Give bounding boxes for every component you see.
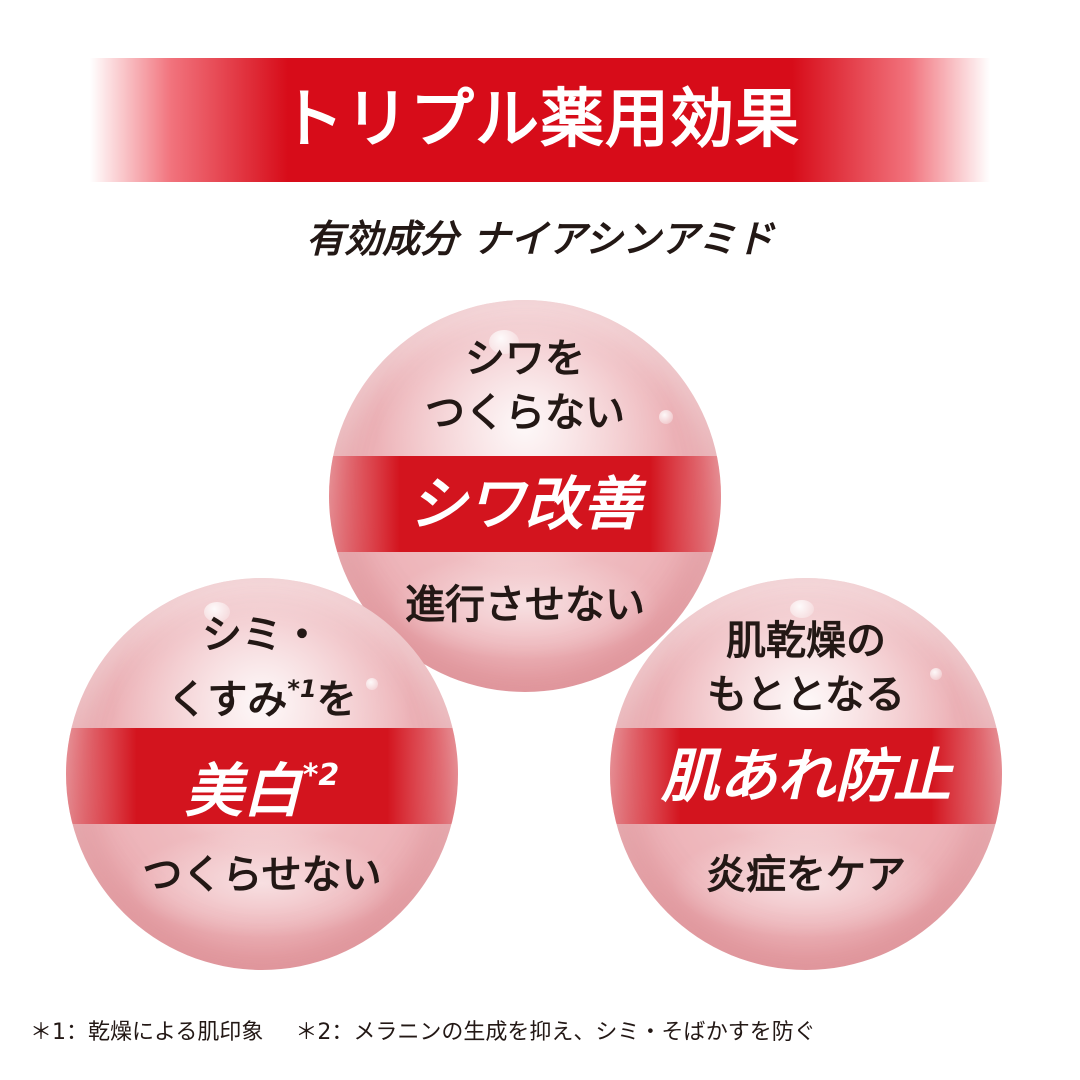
benefit-line-text: くすみ	[167, 677, 288, 723]
benefit-title: 美白*2	[66, 728, 458, 839]
benefit-circle-rough-skin: 肌乾燥の もととなる 肌あれ防止 炎症をケア	[610, 578, 1002, 970]
page-title: トリプル薬用効果	[280, 83, 800, 157]
title-banner: トリプル薬用効果	[90, 58, 990, 182]
benefit-line: くすみ*1を	[66, 662, 458, 727]
benefit-title-text: 美白	[184, 757, 301, 825]
ingredient-subtitle: 有効成分ナイアシンアミド	[0, 208, 1080, 263]
benefit-description: シワを つくらない	[329, 332, 721, 440]
footnote-marker: *2	[302, 758, 340, 793]
benefit-line: つくらない	[425, 390, 625, 436]
benefit-subtext: つくらせない	[142, 852, 382, 898]
water-drop-icon	[204, 602, 230, 622]
footnote-2: ＊2：メラニンの生成を抑え、シミ・そばかすを防ぐ	[295, 1020, 816, 1045]
benefit-description: シミ・ くすみ*1を	[66, 608, 458, 727]
ingredient-label: 有効成分	[306, 217, 459, 261]
benefit-line-tail: を	[316, 677, 357, 723]
water-drop-icon	[659, 410, 673, 424]
footnotes: ＊1：乾燥による肌印象 ＊2：メラニンの生成を抑え、シミ・そばかすを防ぐ	[30, 1014, 1050, 1046]
benefit-circle-whitening: シミ・ くすみ*1を 美白*2 つくらせない	[66, 578, 458, 970]
benefit-band: 肌あれ防止	[610, 728, 1002, 824]
benefit-line: 肌乾燥の	[726, 618, 886, 664]
footnote-marker: *1	[287, 675, 317, 703]
benefit-subtext: 進行させない	[405, 582, 645, 628]
benefit-band: 美白*2	[66, 728, 458, 825]
water-drop-icon	[930, 668, 942, 680]
benefit-title: 肌あれ防止	[660, 742, 951, 810]
ingredient-name: ナイアシンアミド	[472, 217, 774, 261]
benefit-line: もととなる	[707, 672, 905, 718]
footnote-1: ＊1：乾燥による肌印象	[30, 1020, 264, 1045]
benefit-subtext: 炎症をケア	[706, 852, 906, 898]
benefit-description: 肌乾燥の もととなる	[610, 614, 1002, 722]
benefit-title: シワ改善	[408, 470, 641, 538]
benefit-circle-wrinkle: シワを つくらない シワ改善 進行させない	[329, 300, 721, 692]
water-drop-icon	[790, 600, 814, 618]
water-drop-icon	[489, 330, 519, 354]
benefit-line: シミ・	[202, 612, 322, 658]
water-drop-icon	[366, 678, 378, 690]
benefit-band: シワ改善	[329, 456, 721, 552]
benefit-line: シワを	[465, 336, 585, 382]
